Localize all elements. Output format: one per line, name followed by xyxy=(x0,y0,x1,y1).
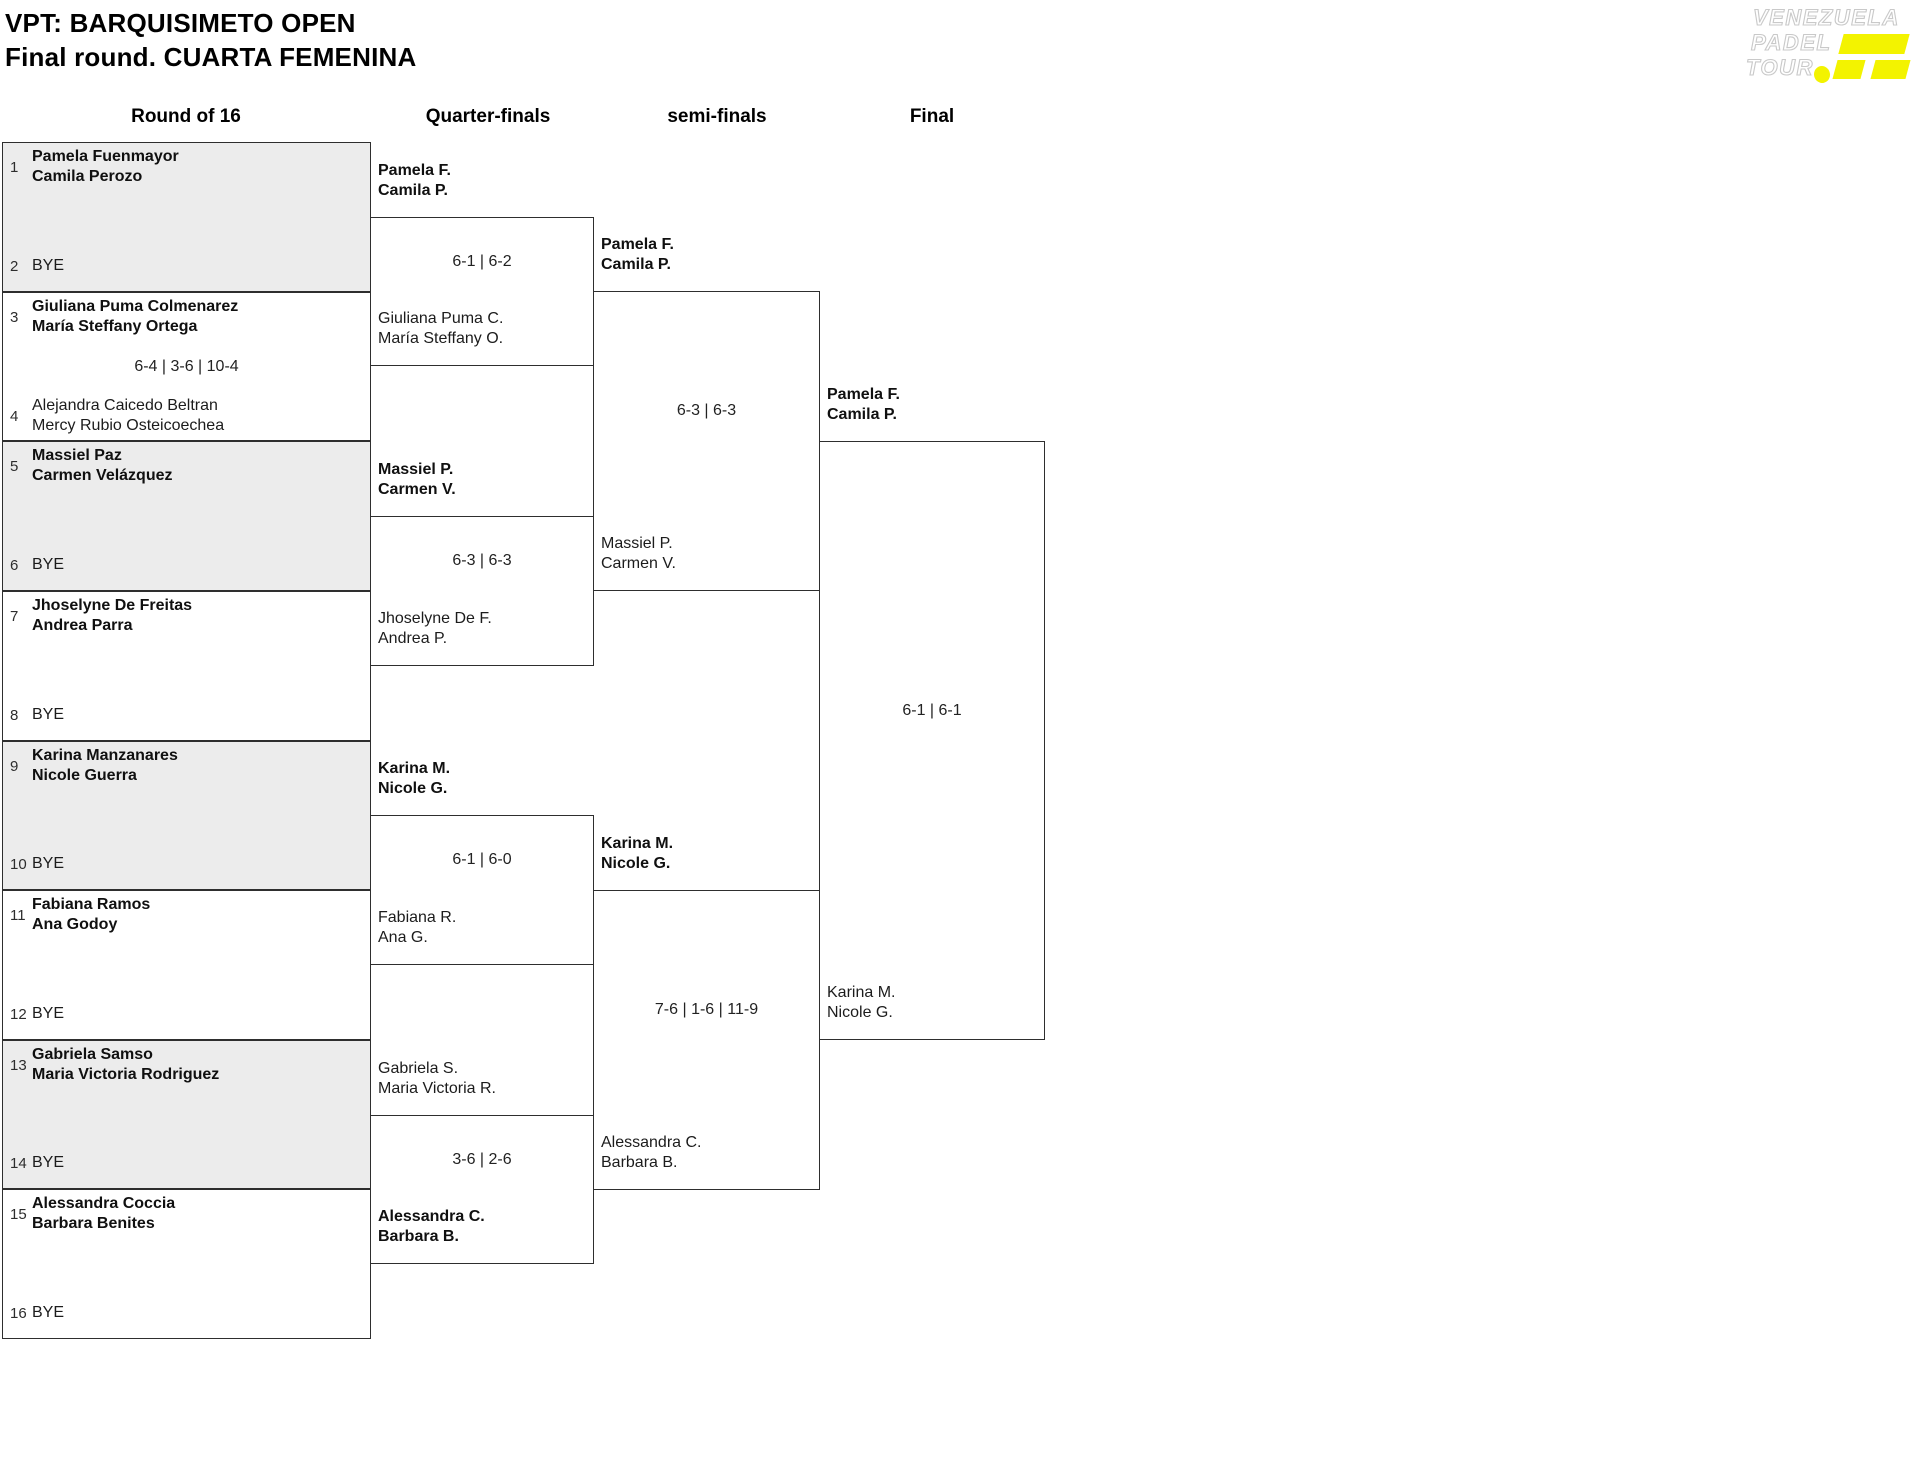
seed-number: 5 xyxy=(10,457,19,475)
qf-match-1: Pamela F.Camila P. 6-1 | 6-2 Giuliana Pu… xyxy=(370,162,594,366)
sf-match-1: Pamela F.Camila P. 6-3 | 6-3 Massiel P.C… xyxy=(593,236,820,591)
team-names: Jhoselyne De F.Andrea P. xyxy=(378,610,492,647)
team-names: Giuliana Puma C.María Steffany O. xyxy=(378,310,504,347)
team-names: Gabriela S.Maria Victoria R. xyxy=(378,1060,496,1097)
match-score: 6-1 | 6-2 xyxy=(452,252,512,270)
qf-match-2: Massiel P.Carmen V. 6-3 | 6-3 Jhoselyne … xyxy=(370,461,594,666)
seed-number: 1 xyxy=(10,158,19,176)
match-score xyxy=(3,187,370,256)
column-header-semi-finals: semi-finals xyxy=(667,106,767,127)
team-names: Karina M.Nicole G. xyxy=(378,760,451,797)
team-names: BYE xyxy=(32,855,65,872)
seed-number: 7 xyxy=(10,607,19,625)
match-score xyxy=(3,1234,370,1303)
seed-number: 15 xyxy=(10,1205,27,1223)
team-names: Pamela F.Camila P. xyxy=(601,236,674,273)
seed-number: 2 xyxy=(10,257,19,275)
seed-number: 8 xyxy=(10,706,19,724)
seed-number: 16 xyxy=(10,1304,27,1322)
match-score: 3-6 | 2-6 xyxy=(452,1150,512,1168)
logo-yellow-dot-icon xyxy=(1812,64,1832,85)
logo-yellow-block1-icon xyxy=(1832,60,1866,79)
seed-number: 13 xyxy=(10,1056,27,1074)
team-names: Karina M.Nicole G. xyxy=(601,835,674,872)
match-score xyxy=(3,786,370,854)
match-score: 6-3 | 6-3 xyxy=(452,552,512,569)
logo-text-venezuela: VENEZUELA xyxy=(1752,5,1900,30)
team-names: Fabiana R.Ana G. xyxy=(378,909,457,946)
match-score: 6-3 | 6-3 xyxy=(676,402,737,419)
seed-number: 6 xyxy=(10,556,19,574)
match-score xyxy=(3,935,370,1004)
match-score xyxy=(3,636,370,705)
page-title: VPT: BARQUISIMETO OPEN Final round. CUAR… xyxy=(5,6,416,74)
seed-number: 10 xyxy=(10,855,27,873)
team-names: Massiel P.Carmen V. xyxy=(378,461,456,498)
vpt-logo: VENEZUELA PADEL TOUR xyxy=(1737,4,1915,92)
match-score xyxy=(3,1085,370,1153)
seed-number: 9 xyxy=(10,757,19,775)
team-names: BYE xyxy=(32,257,65,274)
logo-yellow-bar-icon xyxy=(1838,34,1910,54)
team-names: BYE xyxy=(32,1304,65,1321)
match-score xyxy=(3,486,370,555)
logo-yellow-block2-icon xyxy=(1870,60,1911,79)
team-names: Alessandra C.Barbara B. xyxy=(601,1134,702,1171)
team-names: Pamela F.Camila P. xyxy=(378,162,451,199)
sf-match-2: Karina M.Nicole G. 7-6 | 1-6 | 11-9 Ales… xyxy=(593,835,820,1190)
team-names: BYE xyxy=(32,706,65,723)
column-header-final: Final xyxy=(909,106,955,127)
column-header-quarter-finals: Quarter-finals xyxy=(425,106,551,127)
final-match: Pamela F.Camila P. 6-1 | 6-1 Karina M.Ni… xyxy=(819,386,1045,1040)
team-names: BYE xyxy=(32,1005,65,1022)
seed-number: 4 xyxy=(10,407,19,425)
match-score: 6-1 | 6-0 xyxy=(452,851,512,868)
team-names: BYE xyxy=(32,1154,65,1171)
team-names: Alessandra C.Barbara B. xyxy=(378,1208,485,1245)
qf-match-4: Gabriela S.Maria Victoria R. 3-6 | 2-6 A… xyxy=(370,1060,594,1264)
match-score: 6-4 | 3-6 | 10-4 xyxy=(134,357,239,375)
team-names: BYE xyxy=(32,556,65,573)
team-names: Karina M.Nicole G. xyxy=(827,984,896,1021)
tournament-name: VPT: BARQUISIMETO OPEN xyxy=(5,8,356,38)
team-names: Massiel P.Carmen V. xyxy=(601,535,676,572)
seed-number: 12 xyxy=(10,1005,27,1023)
match-score: 7-6 | 1-6 | 11-9 xyxy=(654,1001,759,1018)
logo-text-tour: TOUR xyxy=(1745,55,1814,80)
team-names: Pamela F.Camila P. xyxy=(827,386,900,423)
round-category: Final round. CUARTA FEMENINA xyxy=(5,42,417,72)
logo-text-padel: PADEL xyxy=(1750,30,1832,55)
seed-number: 14 xyxy=(10,1154,27,1172)
seed-number: 3 xyxy=(10,308,19,326)
seed-number: 11 xyxy=(10,906,26,924)
match-score: 6-1 | 6-1 xyxy=(902,701,962,719)
column-header-round-of-16: Round of 16 xyxy=(131,106,241,127)
qf-match-3: Karina M.Nicole G. 6-1 | 6-0 Fabiana R.A… xyxy=(370,760,594,965)
